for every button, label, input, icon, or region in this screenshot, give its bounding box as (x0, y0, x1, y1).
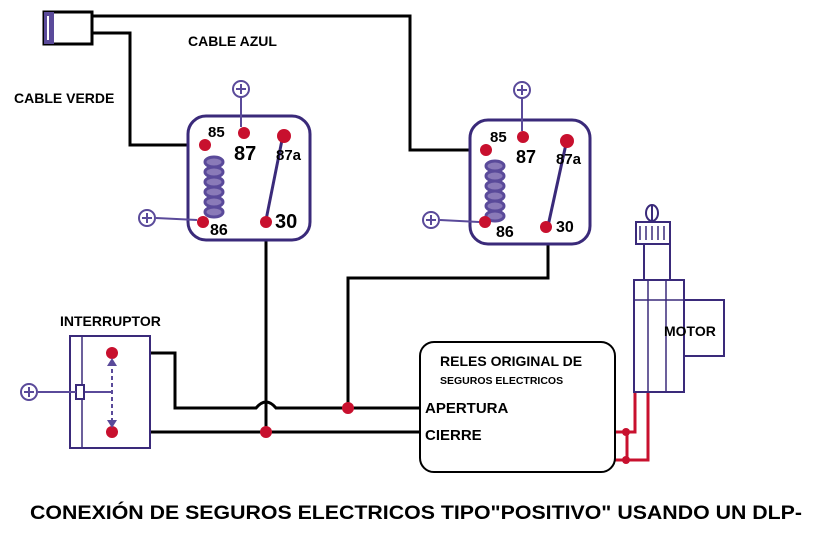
motor-leads (615, 392, 650, 462)
relay-left-pin-87a (277, 129, 291, 143)
relay-left-label-86: 86 (210, 222, 228, 239)
relay-right-pin-30 (540, 221, 552, 233)
actuator-top-icon (645, 204, 659, 222)
relay-right-pin-87 (517, 131, 529, 143)
relay-right: 85 87 87a 86 30 (422, 81, 592, 246)
relay-right-label-87: 87 (516, 147, 536, 167)
page-title: CONEXIÓN DE SEGUROS ELECTRICOS TIPO"POSI… (30, 502, 802, 524)
label-cable-azul: CABLE AZUL (188, 33, 277, 49)
relay-right-label-87a: 87a (556, 151, 582, 168)
relay-right-positive-side-icon (422, 211, 480, 229)
relay-left-coil (203, 155, 225, 219)
relay-left-label-87a: 87a (276, 147, 302, 164)
relay-right-pin-85 (480, 144, 492, 156)
cable-connector (42, 10, 94, 46)
relay-left-pin-87 (238, 127, 250, 139)
junction-apertura (342, 402, 354, 414)
label-reles-line1: RELES ORIGINAL DE (440, 353, 582, 369)
wire-apertura (112, 351, 422, 410)
relay-left-label-87: 87 (234, 143, 256, 165)
wire-cable-azul (90, 14, 485, 152)
relay-left-pin-85 (199, 139, 211, 151)
junction-cierre (260, 426, 272, 438)
relay-right-label-30: 30 (556, 219, 574, 236)
label-cierre: CIERRE (425, 427, 482, 444)
label-reles-line2: SEGUROS ELECTRICOS (440, 375, 563, 387)
relay-left-positive-top-icon (232, 80, 250, 127)
label-apertura: APERTURA (425, 400, 509, 417)
reles-original-box (419, 341, 616, 473)
relay-left: 85 87 87a 86 30 (138, 80, 312, 242)
relay-right-label-86: 86 (496, 224, 514, 241)
motor-lead-nodes (622, 428, 630, 464)
relay-right-positive-top-icon (513, 81, 531, 131)
relay-left-pin-30 (260, 216, 272, 228)
relay-right-pin-87a (560, 134, 574, 148)
interruptor-switch (20, 335, 151, 449)
relay-left-positive-side-icon (138, 209, 198, 227)
label-motor: MOTOR (664, 323, 716, 339)
relay-right-pin-86 (479, 216, 491, 228)
motor-actuator (633, 204, 725, 393)
relay-left-pin-86 (197, 216, 209, 228)
relay-right-label-85: 85 (490, 129, 507, 146)
wire-relay-right-30 (346, 228, 550, 408)
relay-left-label-85: 85 (208, 124, 225, 141)
relay-right-coil (484, 159, 506, 223)
label-cable-verde: CABLE VERDE (14, 90, 114, 106)
label-interruptor: INTERRUPTOR (60, 313, 161, 329)
relay-left-label-30: 30 (275, 211, 297, 233)
interruptor-positive-icon (20, 383, 76, 401)
wire-cable-verde (90, 31, 205, 147)
